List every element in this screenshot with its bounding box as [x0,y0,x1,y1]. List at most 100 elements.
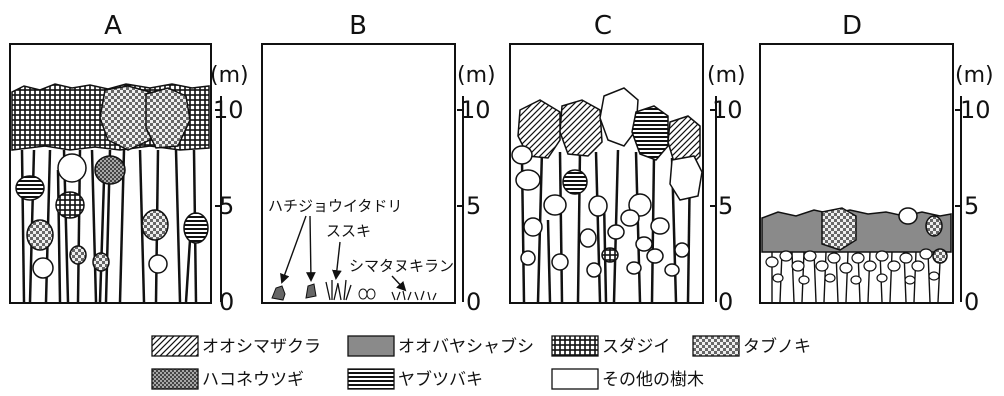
legend-swatch [551,368,599,390]
legend-swatch [151,335,199,357]
label-shimatanukiran: シマタヌキラン [349,257,454,275]
tick-label-5: 5 [219,192,234,220]
legend: オオシマザクラ オオバヤシャブシ スダジイ タブノキ ハコネウツギ ヤブツバキ … [151,335,811,390]
other-tree-crowns-d [765,248,940,285]
legend-label: ヤブツバキ [398,369,483,390]
other-tree-crown [579,228,597,248]
tabunoki-crown [26,219,54,251]
legend-item-sudajii: スダジイ [551,335,670,357]
panel-b-frame [261,43,456,304]
tabunoki-crown [932,248,948,264]
other-tree-crown [511,145,533,165]
other-tree-crown [646,248,664,264]
other-tree-crown [898,207,918,225]
legend-swatch [692,335,740,357]
other-tree-crown [543,194,567,216]
oshimazakura-crown [517,99,561,159]
other-tree-crown [551,253,569,271]
tick-label-10: 10 [213,96,244,124]
tick-label-0: 0 [718,288,733,316]
other-tree-crown [669,155,703,201]
tabunoki-crown [925,215,943,237]
legend-item-yabutsubaki: ヤブツバキ [347,368,483,390]
legend-label: オオシマザクラ [202,337,321,357]
legend-label: タブノキ [743,336,811,357]
tick-label-0: 0 [219,288,234,316]
shimatanukiran-plants [391,290,437,301]
other-tree-crown [599,87,639,147]
panel-b: ハチジョウイタドリ ススキ シマタヌキラン [261,43,456,304]
legend-item-obayashabushi: オオバヤシャブシ [347,335,534,357]
height-axis-b: (m) 10 5 0 [457,63,496,316]
legend-item-other: その他の樹木 [551,368,704,390]
panel-a [9,43,212,304]
legend-swatch [347,368,395,390]
axis-unit-label: (m) [457,63,496,88]
tick-label-5: 5 [718,192,733,220]
yabutsubaki-crown [183,212,209,244]
legend-label: オオバヤシャブシ [398,336,534,357]
legend-swatch [347,335,395,357]
yabutsubaki-crown [562,169,588,195]
legend-swatch [151,368,199,390]
panel-d [759,43,954,304]
tabunoki-crown [141,209,169,241]
tick-label-0: 0 [466,288,481,316]
oshimazakura-crown [559,99,603,157]
label-hachijoitadori: ハチジョウイタドリ [268,197,402,215]
hachijoitadori-plant [271,285,286,301]
other-tree-crown [674,242,690,258]
arrow-susuki [331,241,342,280]
tick-label-5: 5 [466,192,481,220]
axis-unit-label: (m) [210,63,249,88]
other-tree-crown [515,169,541,191]
panel-title-c: C [594,11,612,41]
tick-label-5: 5 [964,192,979,220]
panel-c [509,43,704,304]
other-tree-crown [635,236,653,252]
axis-unit-label: (m) [707,63,746,88]
panel-title-b: B [349,11,367,41]
other-tree-crown [607,224,625,240]
other-tree-crown [32,257,54,279]
legend-item-tabunoki: タブノキ [692,335,811,357]
tick-label-10: 10 [460,96,491,124]
tabunoki-crown [821,207,857,251]
axis-unit-label: (m) [955,63,994,88]
tabunoki-crown [92,252,110,272]
yabutsubaki-crown [631,105,669,161]
tabunoki-crown [99,85,159,151]
arrow-shimatanukiran [391,275,407,292]
hachijoitadori-plant [305,283,317,299]
legend-swatch [551,335,599,357]
tabunoki-crown [69,245,87,265]
sudajii-crown [601,247,619,263]
panel-title-a: A [104,11,122,41]
legend-item-hakonewotsugi: ハコネウツギ [151,368,304,390]
other-tree-crown [620,209,640,227]
other-tree-crown [148,254,168,274]
height-axis-a: (m) 10 5 0 [210,63,249,316]
trunks-c [520,149,692,303]
other-tree-crown [664,263,680,277]
other-tree-crown [57,153,87,183]
other-tree-crown [588,195,608,217]
other-tree-crown [520,250,536,266]
legend-label: その他の樹木 [602,370,704,390]
legend-item-oshimazakura: オオシマザクラ [151,335,321,357]
arrow-hachijo-1 [280,215,307,284]
arrow-hachijo-2 [305,215,316,282]
tick-label-10: 10 [960,96,991,124]
yabutsubaki-crown [15,175,45,201]
other-tree-crown [626,261,642,275]
shimatanukiran-plants [358,288,376,300]
tabunoki-crown [145,87,191,149]
hakonewotsugi-crown [94,155,126,185]
legend-label: スダジイ [602,337,670,357]
label-susuki: ススキ [326,222,371,240]
other-tree-crown [586,262,602,278]
other-tree-crown [650,217,670,235]
height-axis-d: (m) 10 5 0 [955,63,994,316]
tick-label-10: 10 [712,96,743,124]
